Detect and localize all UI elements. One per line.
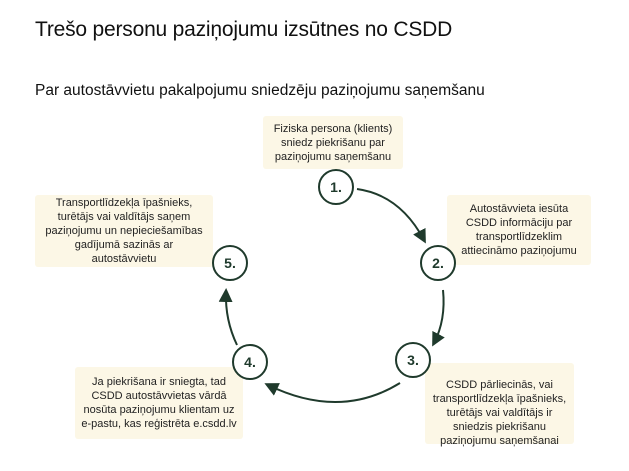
step-3-description: CSDD pārliecinās, vai transportlīdzekļa … xyxy=(425,363,574,447)
step-1-badge: 1. xyxy=(318,169,354,205)
section-subtitle: Par autostāvvietu pakalpojumu sniedzēju … xyxy=(35,82,485,99)
arrow-3-to-4 xyxy=(264,382,401,403)
step-5-badge: 5. xyxy=(212,245,248,281)
step-1-description: Fiziska persona (klients) sniedz piekriš… xyxy=(263,116,403,169)
step-2-badge: 2. xyxy=(420,245,456,281)
step-5-description: Transportlīdzekļa īpašnieks, turētājs va… xyxy=(35,195,213,267)
arrow-1-to-2 xyxy=(356,188,426,244)
step-4-badge: 4. xyxy=(232,344,268,380)
arrow-4-to-5 xyxy=(218,288,238,346)
page-title: Trešo personu paziņojumu izsūtnes no CSD… xyxy=(35,18,453,41)
step-4-description: Ja piekrišana ir sniegta, tad CSDD autos… xyxy=(75,367,243,439)
step-2-description: Autostāvvieta iesūta CSDD informāciju pa… xyxy=(447,195,591,265)
step-3-badge: 3. xyxy=(395,342,431,378)
arrow-2-to-3 xyxy=(432,289,445,347)
